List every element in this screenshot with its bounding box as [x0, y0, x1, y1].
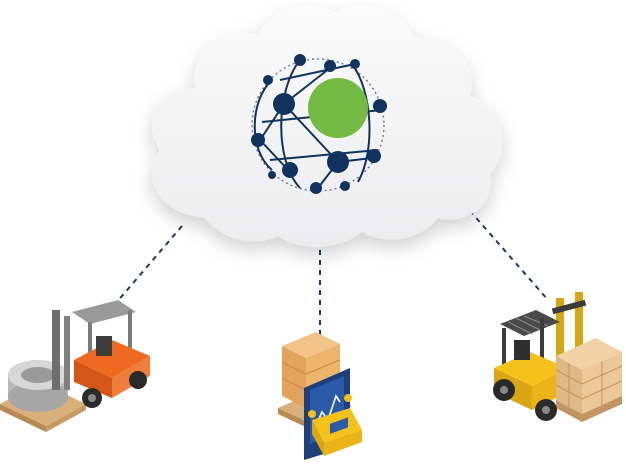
pallet-scanner-terminal-icon — [278, 332, 362, 460]
connector-left — [109, 225, 183, 311]
orange-forklift-icon — [0, 300, 150, 432]
network-globe-icon — [251, 54, 387, 194]
yellow-forklift-icon — [493, 292, 623, 422]
